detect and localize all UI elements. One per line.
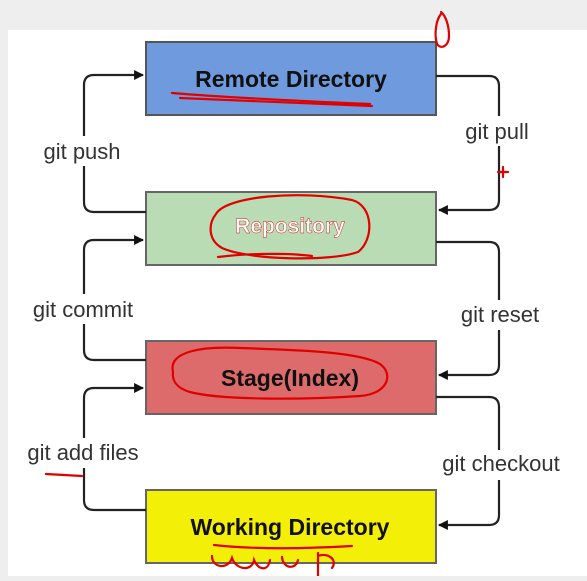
repository-underline xyxy=(216,252,314,259)
working-underline xyxy=(212,543,354,550)
git-push-label: git push xyxy=(43,139,120,164)
git-add-underline xyxy=(44,472,84,478)
git-add-files-label: git add files xyxy=(27,440,138,465)
remote-directory-box: Remote Directory xyxy=(145,41,437,116)
working-directory-box: Working Directory xyxy=(145,489,437,564)
remote-underline-mark xyxy=(170,91,372,106)
repository-box: Repository xyxy=(145,191,437,266)
remote-directory-label: Remote Directory xyxy=(195,66,387,92)
git-pull-label: git pull xyxy=(465,119,529,144)
top-right-scribble xyxy=(434,10,451,48)
git-checkout-label: git checkout xyxy=(442,451,559,476)
working-directory-label: Working Directory xyxy=(191,514,390,540)
repository-circle xyxy=(209,194,371,260)
remote-underline-mark-2 xyxy=(178,96,374,108)
git-reset-label: git reset xyxy=(461,302,539,327)
bottom-scribble xyxy=(210,551,335,578)
repository-rect xyxy=(145,191,437,266)
stage-circle xyxy=(171,346,389,400)
git-commit-label: git commit xyxy=(33,297,133,322)
working-directory-rect xyxy=(145,489,437,564)
repository-label: Repository xyxy=(235,215,345,238)
red-annotations xyxy=(44,10,510,578)
stage-index-label: Stage(Index) xyxy=(221,365,359,391)
